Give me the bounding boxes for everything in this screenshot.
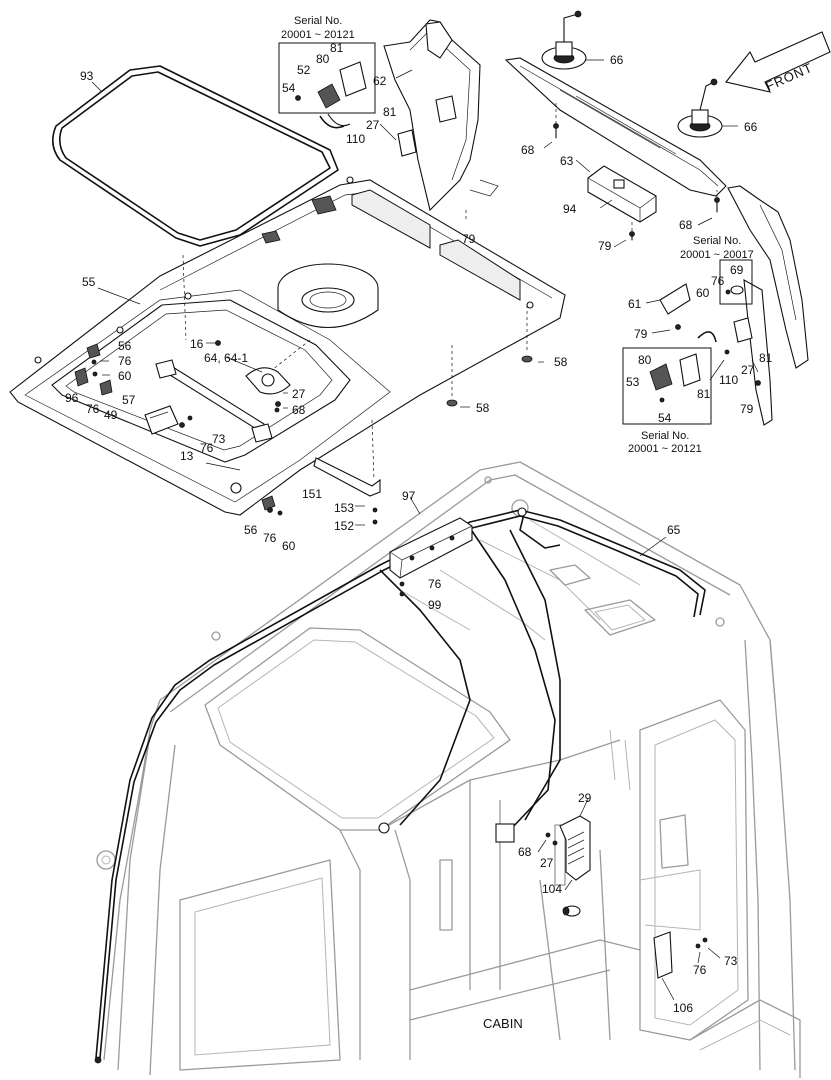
callout: 79 [598, 239, 612, 253]
callout: 69 [730, 263, 744, 277]
callout: 68 [679, 218, 693, 232]
callout: 60 [282, 539, 296, 553]
callout: 16 [190, 337, 204, 351]
callout: 55 [82, 275, 96, 289]
serial-range: 20001 ~ 20121 [281, 29, 355, 41]
callout: 76 [200, 441, 214, 455]
callout: 56 [244, 523, 258, 537]
diagram-title: CABIN [483, 1016, 523, 1031]
callout: 27 [741, 363, 755, 377]
callout: 104 [542, 882, 562, 896]
callout: 73 [724, 954, 738, 968]
callout: 80 [638, 353, 652, 367]
serial-heading: Serial No. [693, 235, 741, 247]
callout: 151 [302, 487, 322, 501]
callout: 81 [330, 41, 344, 55]
callout: 66 [744, 120, 758, 134]
callout: 81 [759, 351, 773, 365]
callout: 110 [719, 373, 738, 387]
serial-note-right-top: Serial No. 20001 ~ 20017 [680, 235, 754, 261]
callout: 52 [297, 63, 311, 77]
callout: 76 [263, 531, 277, 545]
callout: 29 [578, 791, 592, 805]
callout: 63 [560, 154, 574, 168]
serial-heading: Serial No. [294, 15, 342, 27]
serial-box-right-top [719, 259, 753, 305]
front-direction-arrow [725, 31, 831, 93]
callout: 64, 64-1 [204, 351, 248, 365]
serial-heading: Serial No. [641, 430, 689, 442]
callout: 76 [693, 963, 707, 977]
callout: 27 [366, 118, 380, 132]
callout: 54 [282, 81, 296, 95]
callout: 96 [65, 391, 79, 405]
serial-note-top: Serial No. 20001 ~ 20121 [281, 15, 355, 41]
callout: 58 [476, 401, 490, 415]
callout: 65 [667, 523, 681, 537]
callout: 152 [334, 519, 354, 533]
callout: 153 [334, 501, 354, 515]
pillar-trim-62 [383, 19, 499, 212]
callout: 76 [711, 274, 725, 288]
speaker-panel-63 [504, 10, 727, 213]
callout: 106 [673, 1001, 693, 1015]
callout: 68 [518, 845, 532, 859]
callout: 27 [292, 387, 306, 401]
callout: 68 [292, 403, 306, 417]
cabin-frame-outline [96, 461, 801, 1078]
leader-lines [91, 59, 759, 964]
pointer-arrow-right [697, 331, 717, 343]
callout: 79 [462, 232, 476, 246]
callout: 54 [658, 411, 672, 425]
roof-liner-55 [9, 176, 566, 525]
right-pillar-trim-61 [659, 185, 809, 426]
callout: 61 [628, 297, 642, 311]
serial-box-right-bottom [622, 347, 712, 425]
callout: 60 [696, 286, 710, 300]
serial-range: 20001 ~ 20121 [628, 443, 702, 455]
wire-harness-65 [94, 507, 706, 1064]
pointer-arrow-top [319, 115, 345, 129]
callout: 79 [740, 402, 754, 416]
callout: 94 [563, 202, 577, 216]
callout: 62 [373, 74, 387, 88]
serial-range: 20001 ~ 20017 [680, 249, 754, 261]
callout: 76 [428, 577, 442, 591]
callout: 56 [118, 339, 132, 353]
callout: 93 [80, 69, 94, 83]
callout: 68 [521, 143, 535, 157]
headliner-pad-93 [52, 65, 339, 247]
callout: 97 [402, 489, 416, 503]
callout: 60 [118, 369, 132, 383]
callout: 66 [610, 53, 624, 67]
callout: 81 [697, 387, 711, 401]
callout-labels: 93 55 16 64, 64-1 27 68 56 76 60 96 76 4… [65, 41, 773, 1015]
callout: 53 [626, 375, 640, 389]
box-94 [587, 165, 657, 241]
callout: 57 [122, 393, 136, 407]
callout: 99 [428, 598, 442, 612]
callout: 79 [634, 327, 648, 341]
callout: 110 [346, 132, 365, 146]
serial-note-right-bottom: Serial No. 20001 ~ 20121 [628, 430, 702, 455]
callout: 76 [86, 402, 100, 416]
assembly-guide-lines [182, 210, 633, 481]
callout: 76 [118, 354, 132, 368]
callout: 49 [104, 408, 118, 422]
callout: 58 [554, 355, 568, 369]
serial-box-top [278, 42, 376, 127]
callout: 80 [316, 52, 330, 66]
callout: 73 [212, 432, 226, 446]
callout: 81 [383, 105, 397, 119]
callout: 27 [540, 856, 554, 870]
lower-parts [545, 815, 708, 1001]
bracket-97 [389, 517, 473, 597]
callout: 13 [180, 449, 194, 463]
